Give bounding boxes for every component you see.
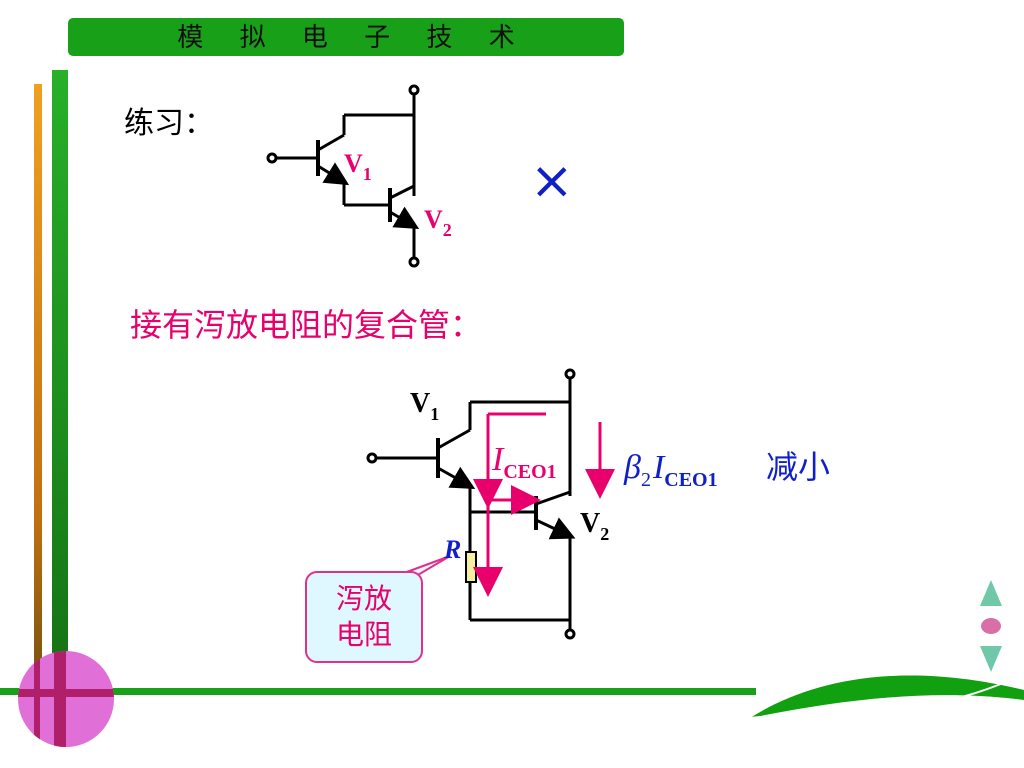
c1-v2-label: V2 [424, 205, 452, 240]
beta-iceo-label: β2ICEO1 [623, 449, 718, 491]
bleeder-resistor-callout: 泻放 电阻 [305, 571, 423, 663]
title-char: 术 [488, 23, 515, 53]
decrease-label: 减小 [766, 448, 830, 486]
left-orange-bar [34, 84, 42, 702]
cross-icon: × [530, 151, 574, 211]
dot-icon[interactable] [981, 618, 1001, 634]
iceo-label: ICEO1 [491, 441, 557, 483]
title-char: 拟 [239, 23, 266, 53]
title-char: 子 [364, 23, 391, 53]
corner-circle-decoration [18, 651, 114, 747]
title-char: 技 [426, 23, 453, 53]
title-char: 模 [177, 23, 204, 53]
iceo-current-path [473, 412, 615, 597]
resistor-label: R [443, 535, 461, 564]
slide-nav [980, 580, 1002, 672]
title-bar: 模 拟 电 子 技 术 [68, 18, 624, 56]
left-green-bar [52, 70, 68, 702]
down-arrow-icon[interactable] [980, 646, 1002, 672]
title-char: 电 [301, 23, 328, 53]
c2-v2-label: V2 [580, 508, 609, 544]
leaf-decoration [750, 675, 1024, 719]
circuit-1 [266, 84, 420, 268]
practice-label: 练习： [124, 106, 214, 141]
c2-v1-label: V1 [410, 388, 439, 424]
bottom-green-bar [0, 688, 756, 695]
up-arrow-icon[interactable] [980, 580, 1002, 606]
callout-line-2: 电阻 [335, 618, 392, 651]
c1-v1-label: V1 [344, 149, 372, 184]
callout-line-1: 泻放 [335, 582, 392, 615]
subtitle: 接有泻放电阻的复合管： [130, 306, 483, 344]
